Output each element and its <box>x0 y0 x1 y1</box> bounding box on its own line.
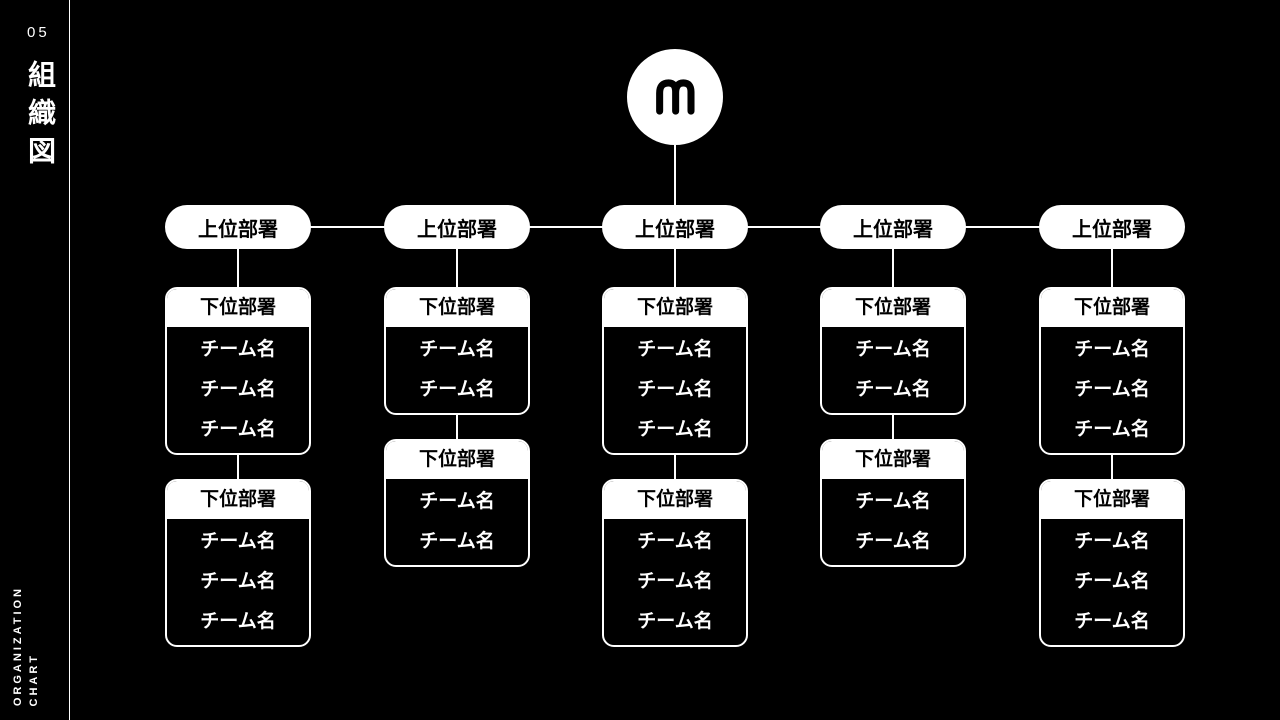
team-row: チーム名 <box>419 379 495 400</box>
dept-card-body: チーム名 チーム名 チーム名 <box>167 519 309 645</box>
team-row: チーム名 <box>637 611 713 632</box>
dept-card: 下位部署 チーム名 チーム名 チーム名 <box>602 479 748 647</box>
dept-card-header: 下位部署 <box>604 289 746 327</box>
team-row: チーム名 <box>419 531 495 552</box>
dept-card-body: チーム名 チーム名 チーム名 <box>604 519 746 645</box>
dept-card: 下位部署 チーム名 チーム名 <box>820 287 966 415</box>
company-logo <box>627 49 723 145</box>
team-row: チーム名 <box>1074 611 1150 632</box>
team-row: チーム名 <box>637 531 713 552</box>
dept-card-body: チーム名 チーム名 チーム名 <box>167 327 309 453</box>
dept-card: 下位部署 チーム名 チーム名 <box>820 439 966 567</box>
connector-line <box>456 415 458 439</box>
dept-card-body: チーム名 チーム名 チーム名 <box>1041 519 1183 645</box>
dept-card: 下位部署 チーム名 チーム名 チーム名 <box>165 479 311 647</box>
dept-card-body: チーム名 チーム名 <box>822 479 964 565</box>
slide-footer-vertical: ORGANIZATION CHART <box>12 586 40 706</box>
team-row: チーム名 <box>200 339 276 360</box>
dept-card-body: チーム名 チーム名 チーム名 <box>1041 327 1183 453</box>
dept-card-header: 下位部署 <box>1041 481 1183 519</box>
dept-card: 下位部署 チーム名 チーム名 チーム名 <box>165 287 311 455</box>
connector-line <box>674 249 676 287</box>
connector-line <box>456 249 458 287</box>
team-row: チーム名 <box>200 419 276 440</box>
team-row: チーム名 <box>855 379 931 400</box>
dept-card-header: 下位部署 <box>822 441 964 479</box>
upper-dept-pill: 上位部署 <box>384 205 530 249</box>
connector-line <box>237 249 239 287</box>
team-row: チーム名 <box>1074 419 1150 440</box>
org-column-3: 上位部署 下位部署 チーム名 チーム名 チーム名 下位部署 チーム名 チーム名 … <box>602 205 748 647</box>
upper-dept-pill: 上位部署 <box>602 205 748 249</box>
dept-card-body: チーム名 チーム名 <box>386 479 528 565</box>
dept-card: 下位部署 チーム名 チーム名 <box>384 287 530 415</box>
dept-card: 下位部署 チーム名 チーム名 チーム名 <box>602 287 748 455</box>
team-row: チーム名 <box>1074 379 1150 400</box>
team-row: チーム名 <box>637 339 713 360</box>
dept-card-body: チーム名 チーム名 <box>386 327 528 413</box>
org-column-2: 上位部署 下位部署 チーム名 チーム名 下位部署 チーム名 チーム名 <box>384 205 530 567</box>
team-row: チーム名 <box>637 379 713 400</box>
dept-card-header: 下位部署 <box>386 441 528 479</box>
team-row: チーム名 <box>637 419 713 440</box>
team-row: チーム名 <box>1074 531 1150 552</box>
dept-card-header: 下位部署 <box>822 289 964 327</box>
team-row: チーム名 <box>637 571 713 592</box>
connector-line <box>674 455 676 479</box>
trunk-connector-line <box>674 145 676 207</box>
dept-card-header: 下位部署 <box>604 481 746 519</box>
team-row: チーム名 <box>1074 339 1150 360</box>
team-row: チーム名 <box>855 491 931 512</box>
org-column-1: 上位部署 下位部署 チーム名 チーム名 チーム名 下位部署 チーム名 チーム名 … <box>165 205 311 647</box>
team-row: チーム名 <box>855 531 931 552</box>
team-row: チーム名 <box>1074 571 1150 592</box>
team-row: チーム名 <box>419 339 495 360</box>
upper-dept-pill: 上位部署 <box>820 205 966 249</box>
team-row: チーム名 <box>200 611 276 632</box>
upper-dept-pill: 上位部署 <box>1039 205 1185 249</box>
dept-card-header: 下位部署 <box>1041 289 1183 327</box>
dept-card-header: 下位部署 <box>167 289 309 327</box>
team-row: チーム名 <box>419 491 495 512</box>
dept-card-body: チーム名 チーム名 <box>822 327 964 413</box>
connector-line <box>1111 249 1113 287</box>
sidebar: 05 組織図 ORGANIZATION CHART <box>0 0 70 720</box>
dept-card-header: 下位部署 <box>386 289 528 327</box>
connector-line <box>1111 455 1113 479</box>
org-column-4: 上位部署 下位部署 チーム名 チーム名 下位部署 チーム名 チーム名 <box>820 205 966 567</box>
team-row: チーム名 <box>200 379 276 400</box>
dept-card: 下位部署 チーム名 チーム名 <box>384 439 530 567</box>
team-row: チーム名 <box>200 571 276 592</box>
dept-card: 下位部署 チーム名 チーム名 チーム名 <box>1039 479 1185 647</box>
dept-card: 下位部署 チーム名 チーム名 チーム名 <box>1039 287 1185 455</box>
team-row: チーム名 <box>855 339 931 360</box>
org-column-5: 上位部署 下位部署 チーム名 チーム名 チーム名 下位部署 チーム名 チーム名 … <box>1039 205 1185 647</box>
footer-word-chart: CHART <box>28 652 40 707</box>
footer-word-organization: ORGANIZATION <box>12 585 24 706</box>
connector-line <box>237 455 239 479</box>
upper-dept-pill: 上位部署 <box>165 205 311 249</box>
dept-card-header: 下位部署 <box>167 481 309 519</box>
page-number: 05 <box>27 24 50 41</box>
connector-line <box>892 249 894 287</box>
dept-card-body: チーム名 チーム名 チーム名 <box>604 327 746 453</box>
team-row: チーム名 <box>200 531 276 552</box>
slide-title-vertical: 組織図 <box>25 60 56 174</box>
connector-line <box>892 415 894 439</box>
logo-monogram-icon <box>656 79 695 115</box>
